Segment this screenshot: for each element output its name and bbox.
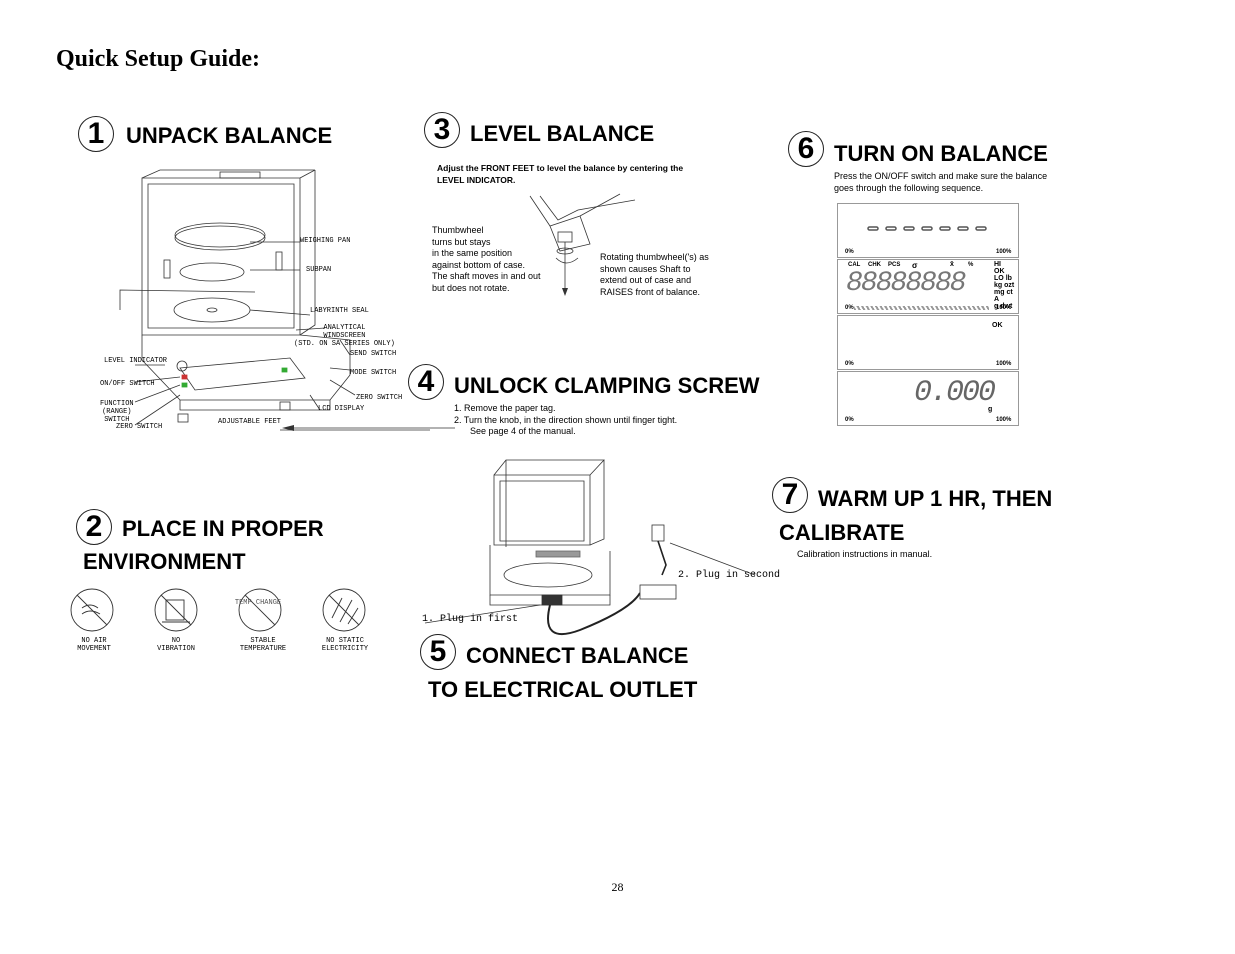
step-1-number: 1 (78, 116, 114, 152)
lcd-panel-all-segments: CAL CHK PCS σ x̄ % 88888888 HI OK LO lb … (837, 259, 1019, 314)
thumbwheel-diagram (529, 193, 636, 296)
page-title: Quick Setup Guide: (56, 46, 261, 72)
temp-change-text: TEMP CHANGE (234, 599, 282, 607)
plug-second-label: 2. Plug in second (678, 570, 781, 581)
step-3-heading: LEVEL BALANCE (470, 121, 655, 146)
environment-icons (70, 588, 366, 632)
page-number: 28 (611, 880, 624, 894)
label-windscreen: ANALYTICAL WINDSCREEN (STD. ON SA SERIES… (294, 324, 395, 348)
label-send-switch: SEND SWITCH (350, 350, 397, 358)
balance-exploded-diagram (119, 169, 455, 431)
step-7-heading-line1: WARM UP 1 HR, THEN (818, 486, 1053, 511)
step-5-heading-line1: CONNECT BALANCE (466, 643, 689, 668)
label-labyrinth-seal: LABYRINTH SEAL (310, 307, 369, 315)
label-subpan: SUBPAN (306, 266, 332, 274)
label-level-indicator: LEVEL INDICATOR (104, 357, 168, 365)
step-4-heading: UNLOCK CLAMPING SCREW (454, 373, 760, 398)
plug-first-label: 1. Plug in first (422, 614, 519, 625)
label-zero-switch-right: ZERO SWITCH (356, 394, 403, 402)
step-7-heading-line2: CALIBRATE (779, 520, 905, 545)
label-weighing-pan: WEIGHING PAN (300, 237, 351, 245)
lcd-panel-zero-reading: 0.000 g 0% 100% (837, 371, 1019, 426)
label-adjustable-feet: ADJUSTABLE FEET (218, 418, 282, 426)
step-6-heading: TURN ON BALANCE (834, 141, 1048, 166)
lcd-panel-dashes: 0% 100% (837, 203, 1019, 258)
step-5-number: 5 (420, 634, 456, 670)
step-7-number: 7 (772, 477, 808, 513)
step-6-number: 6 (788, 131, 824, 167)
label-mode-switch: MODE SWITCH (350, 369, 397, 377)
step-2-number: 2 (76, 509, 112, 545)
label-lcd-display: LCD DISPLAY (318, 405, 365, 413)
step-6-description: Press the ON/OFF switch and make sure th… (834, 171, 1048, 193)
step-2-heading-line2: ENVIRONMENT (83, 549, 246, 574)
step-2-heading-line1: PLACE IN PROPER (122, 516, 324, 541)
label-zero-switch-left: ZERO SWITCH (116, 423, 163, 431)
step-1-heading: UNPACK BALANCE (126, 123, 333, 148)
label-function-switch: FUNCTION (RANGE) SWITCH (100, 400, 134, 424)
step-3-number: 3 (424, 112, 460, 148)
step-5-heading-line2: TO ELECTRICAL OUTLET (428, 677, 698, 702)
balance-plug-diagram (424, 459, 756, 635)
label-onoff-switch: ON/OFF SWITCH (100, 380, 155, 388)
step-4-number: 4 (408, 364, 444, 400)
step-4-instructions: 1. Remove the paper tag. 2. Turn the kno… (454, 403, 678, 436)
step-3-rotating-text: Rotating thumbwheel('s) as shown causes … (600, 252, 709, 297)
step-7-description: Calibration instructions in manual. (797, 549, 933, 559)
lcd-panel-ok: OK 0% 100% (837, 315, 1019, 370)
step-3-instruction: Adjust the FRONT FEET to level the balan… (437, 163, 684, 185)
step-3-thumbwheel-text: Thumbwheel turns but stays in the same p… (432, 225, 541, 293)
